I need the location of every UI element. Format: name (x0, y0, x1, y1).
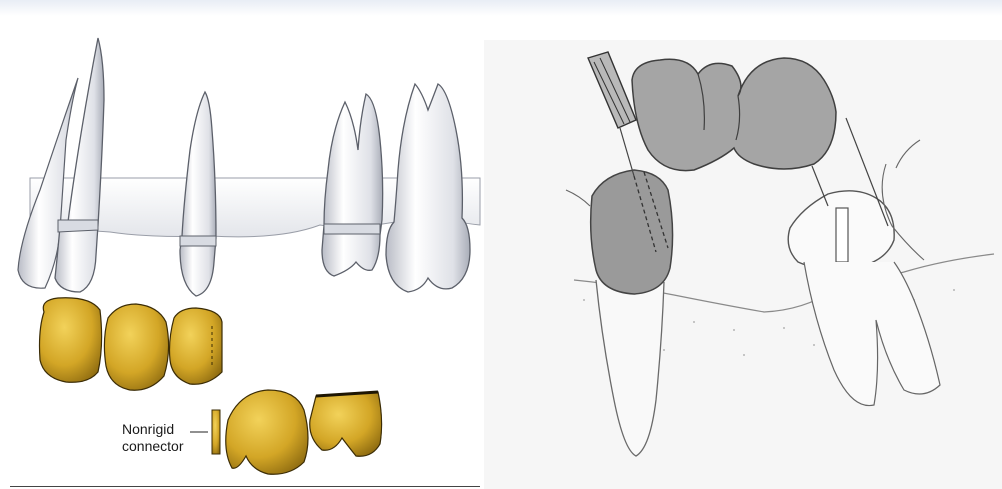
bottom-rule (10, 486, 480, 487)
posterior-gold-crowns (212, 390, 382, 474)
premolar-tooth (180, 92, 216, 296)
right-sketch-panel (484, 0, 1002, 489)
anterior-gold-crowns (40, 298, 223, 390)
nonrigid-connector-label: Nonrigid connector (122, 421, 183, 455)
left-retainer-crown (591, 170, 673, 294)
nonrigid-connector-key (212, 410, 220, 454)
first-molar-tooth (322, 94, 383, 276)
canine-tooth (18, 38, 104, 292)
bridge-sketch (484, 0, 1002, 489)
tooth-illustration (0, 0, 484, 489)
left-illustration-panel: Nonrigid connector (0, 0, 484, 489)
second-molar-tooth (386, 84, 470, 292)
